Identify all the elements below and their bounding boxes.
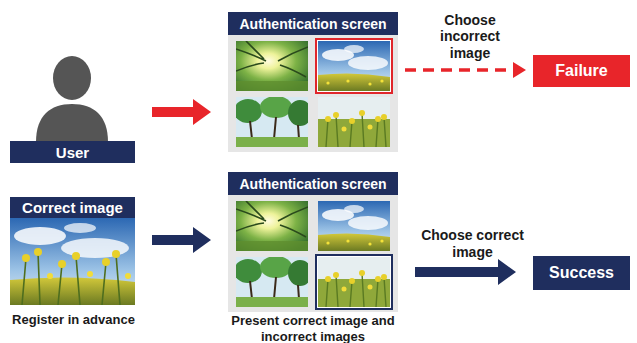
edge-label: Choose correct image [420,227,525,261]
caption-text: Register in advance [6,312,141,328]
header-band: User [10,141,135,163]
success-box: Success [533,256,630,290]
screen-panel [228,12,398,152]
screen-box: Authentication screen [228,172,398,312]
header-band: Correct image [10,197,135,218]
edge-label: Choose incorrect image [420,12,520,62]
correct-photo [10,218,135,305]
header-band: Authentication screen [228,12,398,35]
screen-box: Authentication screen [228,12,398,152]
user-silhouette [36,56,108,142]
failure-box: Failure [533,55,630,87]
status-label: Success [549,264,614,282]
block-arrow [152,227,211,253]
caption-text: Present correct image and incorrect imag… [222,313,404,343]
block-arrow [152,99,211,125]
status-label: Failure [555,62,607,80]
screen-panel [228,172,398,312]
correct-image-box: Correct image [10,197,135,305]
dashed-arrow [405,62,526,78]
header-band: Authentication screen [228,172,398,195]
block-arrow [415,259,516,285]
user-box: User [10,40,135,163]
